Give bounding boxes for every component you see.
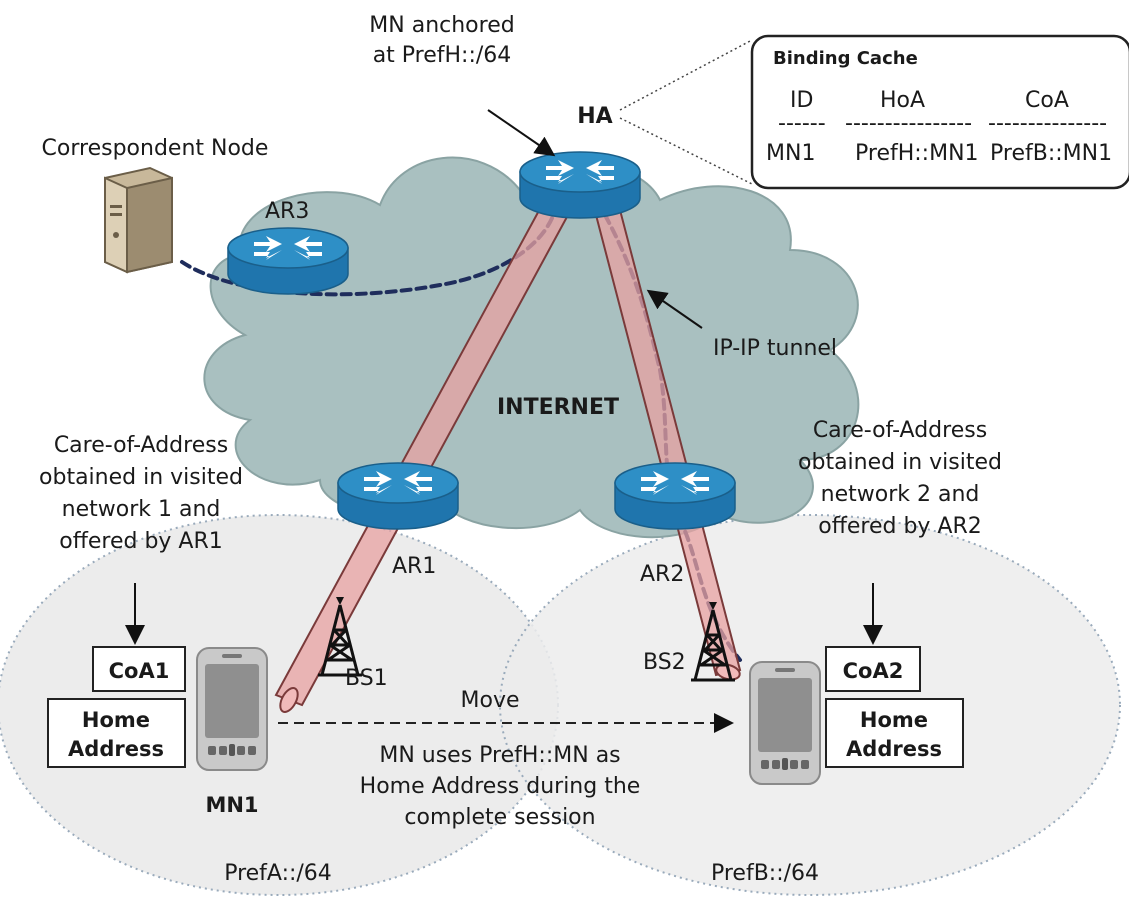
bc-header-hoa: HoA — [880, 88, 925, 113]
label-coa-right-2: obtained in visited — [798, 450, 1002, 475]
bc-header-id: ID — [790, 88, 813, 113]
server-icon — [104, 166, 173, 274]
label-ar1: AR1 — [392, 554, 436, 579]
label-coa-left-2: obtained in visited — [39, 465, 243, 490]
label-mn-uses-1: MN uses PrefH::MN as — [379, 743, 620, 768]
tunnel-left — [274, 203, 570, 713]
bc-row-coa: PrefB::MN1 — [990, 141, 1112, 166]
bc-sep-coa: --------------- — [988, 111, 1107, 136]
label-coa-right-1: Care-of-Address — [813, 418, 987, 443]
label-ar2: AR2 — [640, 562, 684, 587]
label-mn-uses-3: complete session — [404, 805, 595, 830]
home-address-1-line2: Address — [68, 737, 164, 761]
label-prefB: PrefB::/64 — [711, 861, 819, 886]
label-prefA: PrefA::/64 — [224, 861, 332, 886]
home-address-1-line1: Home — [82, 708, 150, 732]
label-ip-tunnel: IP-IP tunnel — [713, 336, 837, 361]
router-ar3 — [227, 227, 349, 295]
home-address-box-2 — [825, 698, 964, 768]
label-mn1: MN1 — [205, 793, 258, 817]
bc-sep-id: ------ — [778, 111, 826, 136]
label-correspondent: Correspondent Node — [42, 136, 269, 161]
label-bs2: BS2 — [643, 650, 686, 675]
coa2-box — [825, 646, 921, 692]
label-bs1: BS1 — [345, 666, 388, 691]
router-ha — [519, 151, 641, 219]
home-address-2-line2: Address — [846, 737, 942, 761]
home-address-box-1 — [47, 698, 186, 768]
label-coa-left-4: offered by AR1 — [59, 529, 223, 554]
label-coa-left-1: Care-of-Address — [54, 433, 228, 458]
bc-sep-hoa: ---------------- — [845, 111, 972, 136]
label-coa-left-3: network 1 and — [62, 497, 221, 522]
label-coa-right-3: network 2 and — [821, 482, 980, 507]
coa2-label: CoA2 — [843, 659, 904, 683]
label-mn-anchored-1: MN anchored — [369, 13, 514, 38]
binding-cache-panel: Binding Cache ID HoA CoA ------ --------… — [619, 34, 1129, 190]
label-ar3: AR3 — [265, 199, 309, 224]
label-internet: INTERNET — [497, 395, 619, 420]
home-address-2-line1: Home — [860, 708, 928, 732]
label-ha: HA — [577, 104, 612, 129]
phone-mn1 — [196, 647, 268, 771]
binding-cache-title: Binding Cache — [773, 48, 918, 69]
label-mn-uses-2: Home Address during the — [360, 774, 641, 799]
bc-row-hoa: PrefH::MN1 — [855, 141, 979, 166]
bc-row-id: MN1 — [766, 141, 815, 166]
router-ar2 — [614, 462, 736, 530]
coa1-label: CoA1 — [109, 659, 170, 683]
label-mn-anchored-2: at PrefH::/64 — [373, 43, 512, 68]
label-coa-right-4: offered by AR2 — [818, 514, 982, 539]
bc-header-coa: CoA — [1025, 88, 1069, 113]
coa1-box — [92, 646, 186, 692]
router-ar1 — [337, 462, 459, 530]
label-move: Move — [461, 688, 520, 713]
phone-moved — [749, 661, 821, 785]
